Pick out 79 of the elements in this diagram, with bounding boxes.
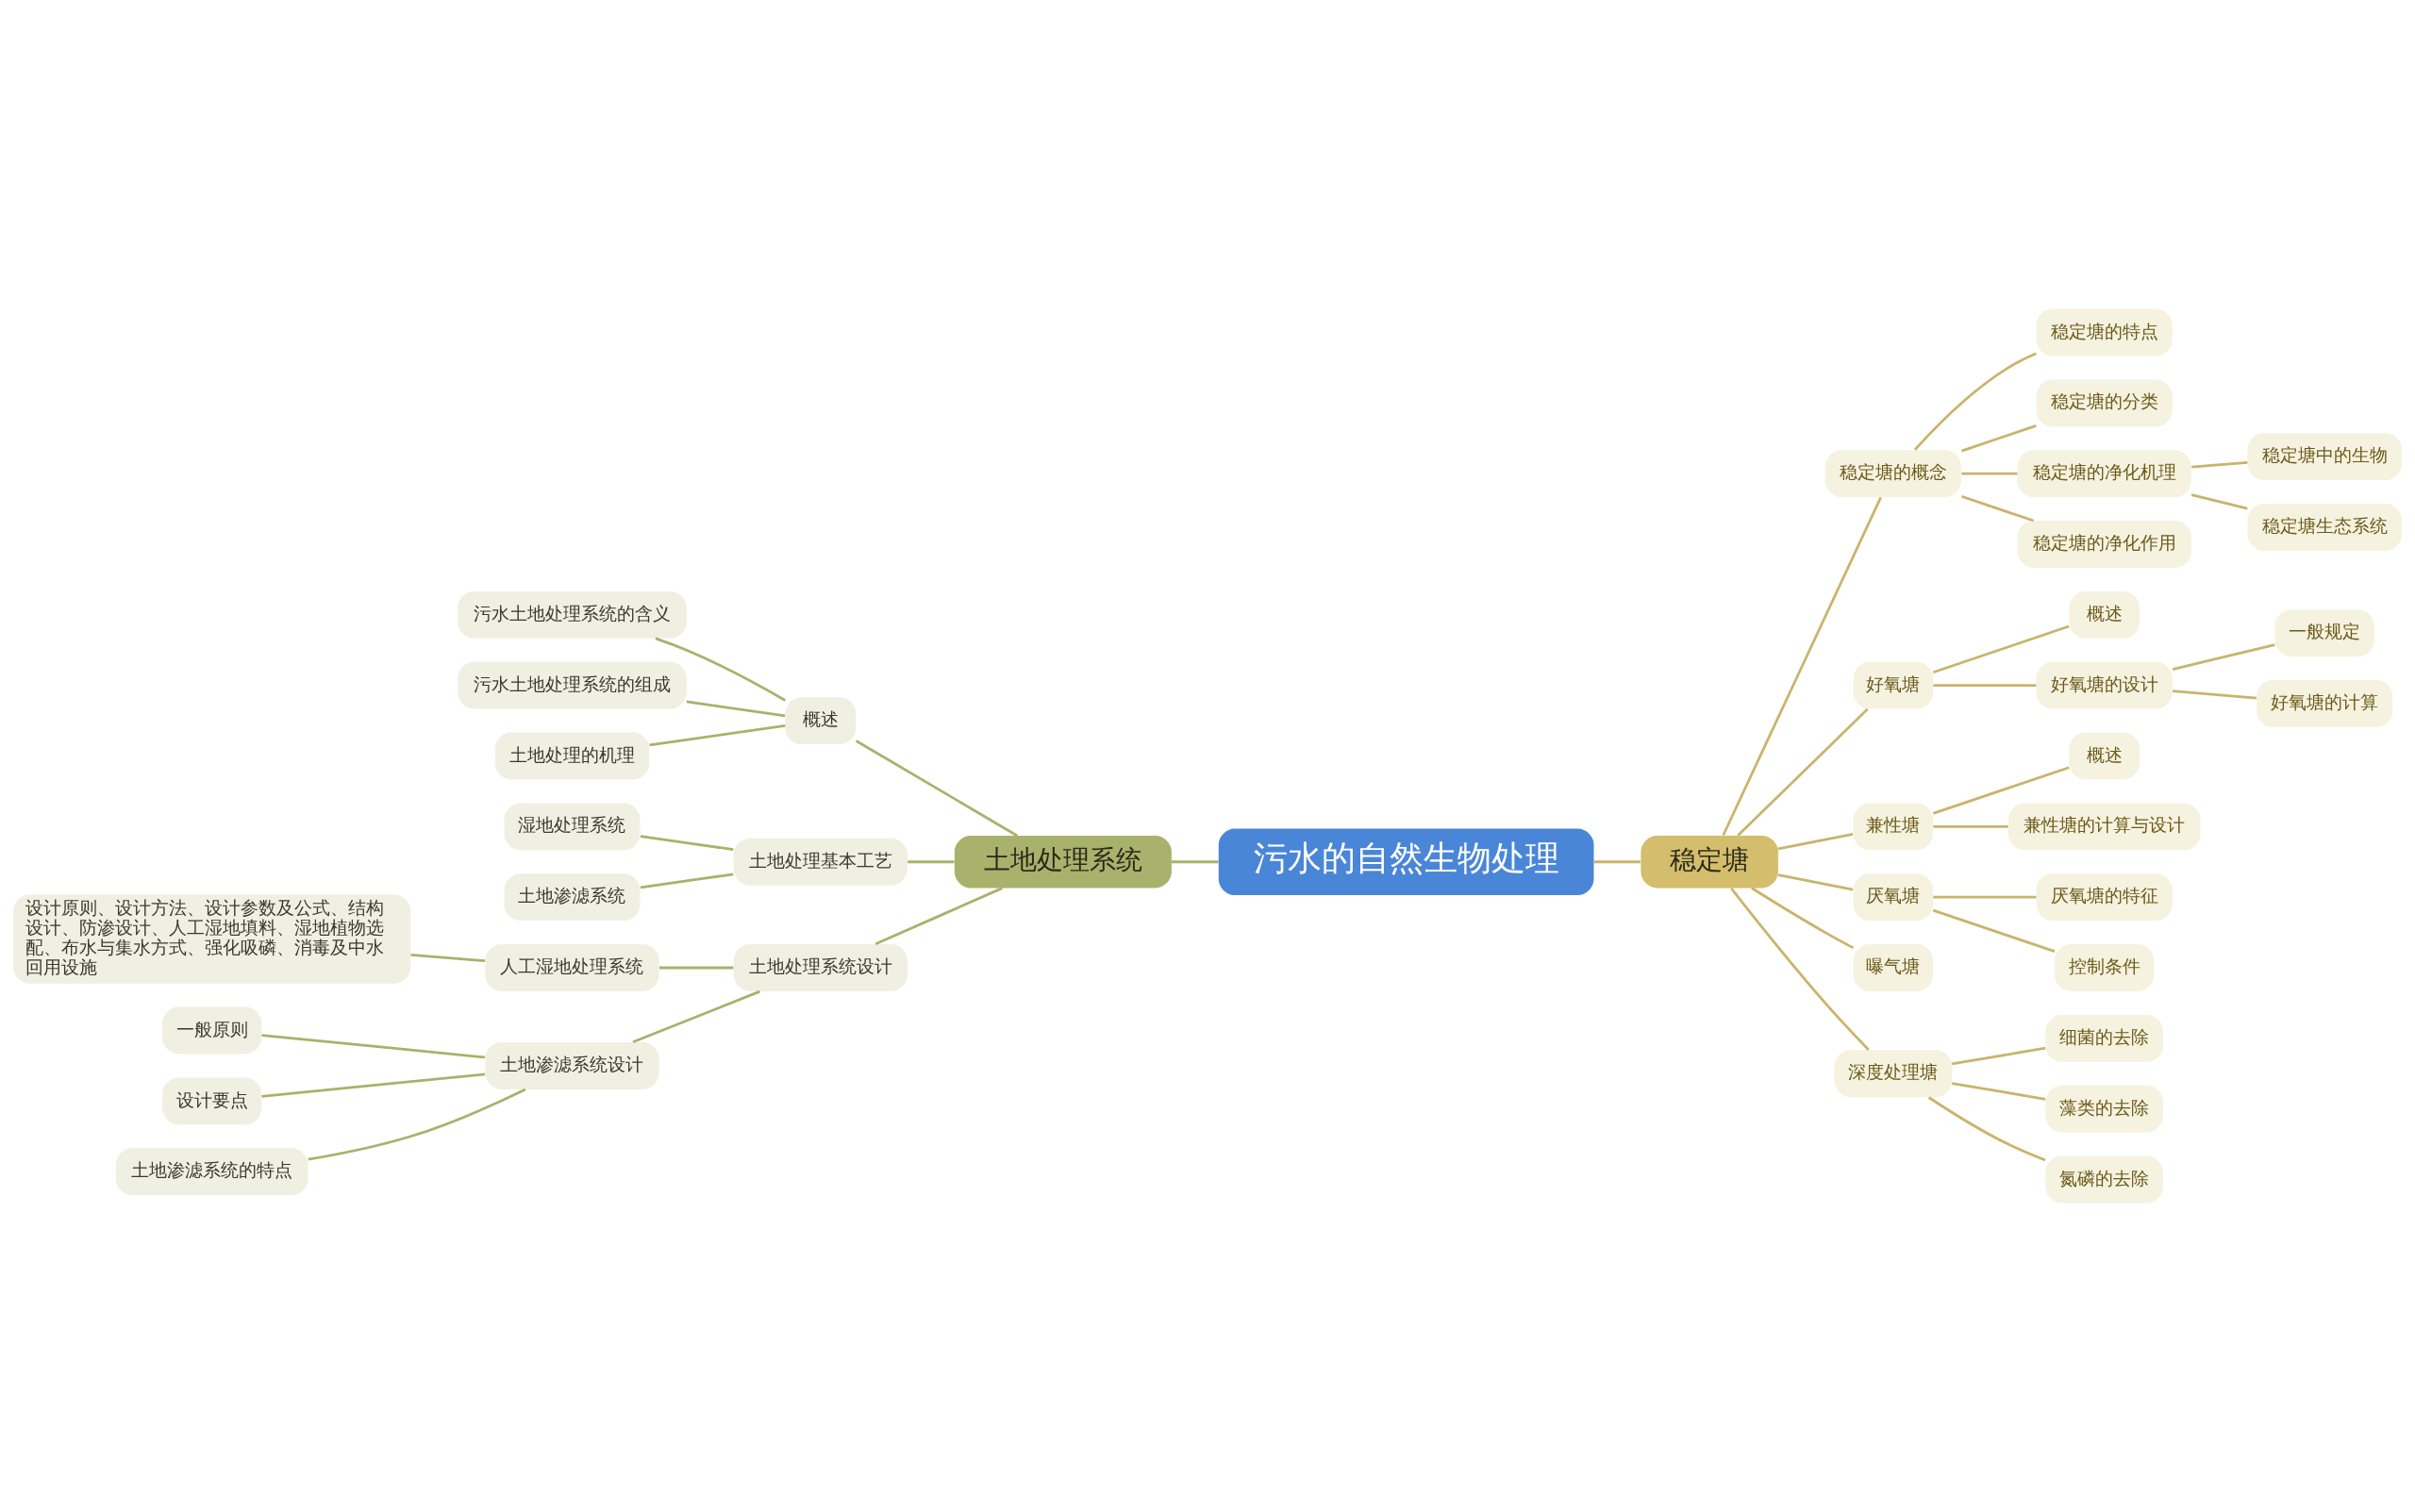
connector [640,835,734,852]
connector [1961,472,2018,475]
node-box: 兼性塘的计算与设计 [2007,803,2201,851]
node-box: 深度处理塘 [1834,1050,1953,1098]
connector [1927,1096,2046,1162]
connector [655,637,786,702]
connector [632,989,760,1044]
node-box: 厌氧塘的特征 [2036,873,2173,922]
connector [640,872,734,889]
connector [1722,496,1882,837]
node-box: 兼性塘 [1853,803,1934,851]
connector [1913,352,2037,451]
node-box: 好氧塘的设计 [2036,661,2173,709]
node-box: 人工湿地处理系统 [485,944,659,991]
node-box: 土地处理基本工艺 [733,838,908,886]
node-box: 稳定塘的净化作用 [2017,521,2191,568]
connector [1777,873,1854,891]
connector [855,739,1018,838]
node-box: 污水土地处理系统的含义 [458,590,687,639]
node-box: 污水的自然生物处理 [1218,828,1594,896]
node-box: 概述 [2069,590,2140,639]
node-box: 土地渗滤系统 [504,873,641,922]
connector [1932,908,2056,953]
node-box: 藻类的去除 [2045,1085,2164,1133]
connector [874,887,1003,946]
connector [686,700,786,718]
connector [2190,493,2248,510]
connector [1172,860,1219,864]
node-box: 设计原则、设计方法、设计参数及公式、结构设计、防渗设计、人工湿地填料、湿地植物选配、布水与集水方式、强化吸磷、消毒及中水回用设施 [13,894,411,984]
node-box: 一般原则 [162,1006,262,1055]
connector [1952,1082,2046,1101]
connector [410,954,486,963]
node-box: 曝气塘 [1853,944,1934,991]
connector [1932,766,2070,815]
node-box: 设计要点 [162,1077,262,1125]
connector [2172,643,2275,671]
connector [908,860,955,864]
connector [2191,461,2248,469]
connector [1730,888,1870,1052]
connector [1593,860,1641,864]
node-box: 稳定塘 [1641,836,1778,889]
node-box: 一般规定 [2274,609,2374,657]
node-box: 稳定塘生态系统 [2247,504,2402,551]
connector [2173,690,2257,700]
connector [308,1088,526,1161]
node-box: 细菌的去除 [2045,1014,2164,1062]
node-box: 稳定塘的特点 [2036,308,2173,357]
node-box: 稳定塘的概念 [1824,450,1961,498]
connector [649,723,786,747]
connector [1960,424,2037,453]
connector [1737,707,1869,837]
node-box: 污水土地处理系统的组成 [458,661,687,709]
connector [1932,624,2070,674]
connector [261,1072,486,1098]
connector [1933,895,2037,899]
connector [1952,1046,2046,1066]
node-box: 稳定塘的分类 [2036,379,2173,427]
node-box: 控制条件 [2055,944,2155,991]
node-box: 土地处理的机理 [494,732,650,780]
node-box: 好氧塘的计算 [2257,680,2393,727]
connector [1933,824,2008,828]
node-box: 土地渗滤系统的特点 [115,1148,308,1196]
node-box: 稳定塘的净化机理 [2017,450,2191,498]
node-box: 稳定塘中的生物 [2247,433,2402,481]
node-box: 土地处理系统 [954,836,1172,889]
node-box: 湿地处理系统 [504,803,641,851]
connector [659,966,734,970]
connector [261,1034,486,1059]
node-box: 概述 [785,697,857,745]
node-box: 概述 [2069,732,2140,780]
connector [1751,887,1855,950]
connector [1777,833,1854,851]
node-box: 好氧塘 [1853,661,1934,709]
node-box: 厌氧塘 [1853,873,1934,922]
connector [1960,494,2035,523]
node-box: 氮磷的去除 [2045,1155,2164,1204]
node-box: 土地处理系统设计 [733,944,908,991]
node-box: 土地渗滤系统设计 [485,1042,659,1089]
connector [1933,684,2037,688]
